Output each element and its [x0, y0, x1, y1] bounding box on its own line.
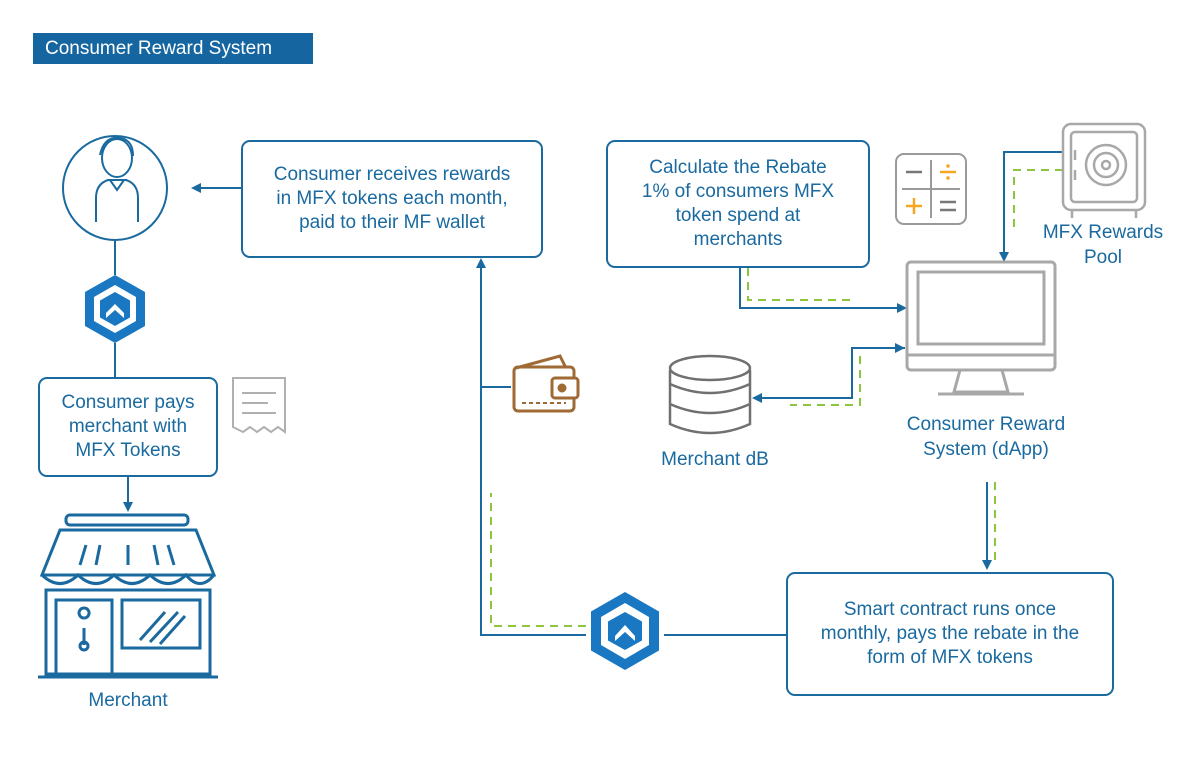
rewards-pool-label: MFX Rewards Pool: [1042, 222, 1164, 268]
dashed-contract-to-rewards: [490, 493, 586, 627]
dashed-pool-to-dapp: [1013, 169, 1063, 228]
rewards-text: Consumer receives rewards in MFX tokens …: [273, 164, 511, 233]
pays-text: Consumer pays merchant with MFX Tokens: [61, 392, 195, 461]
arrow-rebate-to-dapp: [739, 268, 907, 313]
receipt-icon: [232, 377, 286, 434]
arrow-pool-to-dapp: [999, 151, 1063, 262]
wallet-icon: [512, 354, 580, 413]
page-title: Consumer Reward System: [33, 33, 313, 64]
dashed-dapp-db: [790, 356, 861, 406]
rebate-box: Calculate the Rebate 1% of consumers MFX…: [606, 140, 870, 268]
token-icon: [591, 592, 659, 670]
store-icon: [38, 513, 218, 679]
token-icon: [85, 275, 145, 343]
connectors: [114, 151, 1063, 636]
merchant-label: Merchant: [88, 690, 168, 711]
pays-box: Consumer pays merchant with MFX Tokens: [38, 377, 218, 477]
monitor-icon: [905, 260, 1057, 396]
rewards-box: Consumer receives rewards in MFX tokens …: [241, 140, 543, 258]
dashed-rebate-to-dapp: [747, 268, 850, 301]
safe-icon: [1061, 122, 1147, 218]
arrow-dapp-db: [752, 347, 905, 403]
smart-contract-text: Smart contract runs once monthly, pays t…: [820, 599, 1080, 668]
arrow-contract-to-rewards: [476, 258, 586, 636]
merchant-db-label: Merchant dB: [661, 449, 769, 470]
user-icon: [62, 135, 168, 241]
calculator-icon: [895, 153, 967, 225]
dapp-label: Consumer Reward System (dApp): [906, 414, 1066, 460]
rebate-text: Calculate the Rebate 1% of consumers MFX…: [641, 157, 835, 250]
smart-contract-box: Smart contract runs once monthly, pays t…: [786, 572, 1114, 696]
database-icon: [668, 354, 752, 435]
